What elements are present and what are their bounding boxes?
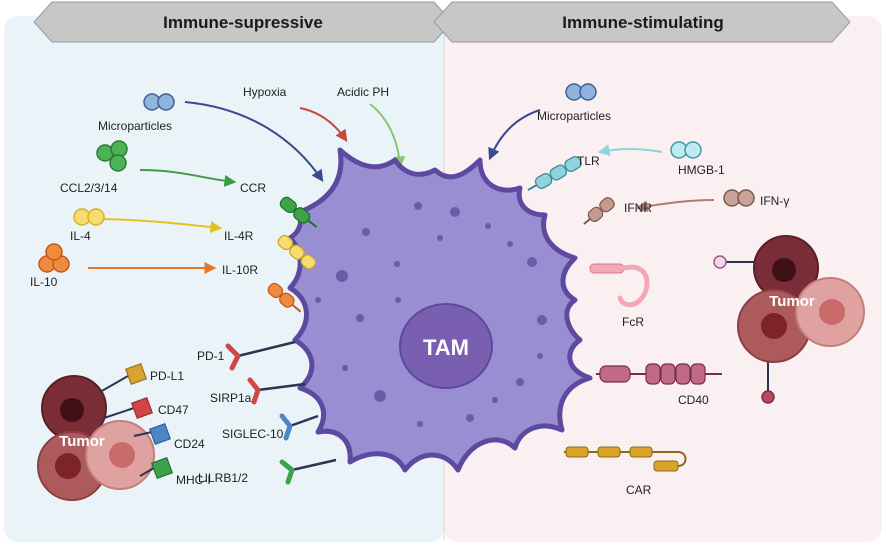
- car-label: CAR: [626, 483, 652, 497]
- sirp1a-label: SIRP1a: [210, 391, 252, 405]
- ccl-label: CCL2/3/14: [60, 181, 118, 195]
- arrow-acidic-ph: [369, 103, 406, 169]
- il4r-label: IL-4R: [224, 229, 254, 243]
- mhc1-ligand: [139, 456, 174, 480]
- tam-granules: [315, 202, 547, 427]
- ifnr-receptor: [583, 197, 615, 225]
- il4-label: IL-4: [70, 229, 91, 243]
- header-right: Immune-stimulating: [433, 1, 851, 43]
- cd24-label: CD24: [174, 437, 205, 451]
- il10r-receptor: [267, 282, 302, 313]
- header-right-label: Immune-stimulating: [562, 13, 724, 32]
- tlr-label: TLR: [577, 154, 600, 168]
- arrow-hmgb1: [597, 144, 663, 157]
- ifng-icon: [723, 189, 755, 207]
- ifng-label: IFN-γ: [760, 194, 789, 208]
- ccr-receptor: [279, 196, 318, 228]
- arrow-ifng: [635, 199, 715, 213]
- hmgb1-icon: [670, 141, 702, 159]
- tam-label: TAM: [423, 335, 469, 360]
- header-left-label: Immune-supressive: [163, 13, 323, 32]
- car-receptor: [564, 446, 687, 472]
- pd1-label: PD-1: [197, 349, 225, 363]
- siglec10-label: SIGLEC-10: [222, 427, 284, 441]
- microparticles-right-label: Microparticles: [537, 109, 611, 123]
- mhc1-label: MHC-I: [176, 473, 211, 487]
- ccl-icon: [96, 140, 128, 172]
- il4-icon: [73, 208, 105, 226]
- pdl1-ligand: [99, 362, 148, 393]
- cd40-label: CD40: [678, 393, 709, 407]
- cd47-label: CD47: [158, 403, 189, 417]
- cd24-ligand: [133, 422, 172, 446]
- microparticles-left-label: Microparticles: [98, 119, 172, 133]
- tumor-left: Tumor: [37, 375, 155, 501]
- il4r-receptor: [277, 234, 317, 270]
- cd40-receptor: [596, 363, 722, 385]
- il10-icon: [38, 243, 70, 273]
- arrow-ccl: [139, 169, 237, 187]
- lilrb-receptor: [279, 458, 337, 485]
- fcr-label: FcR: [622, 315, 644, 329]
- tumor-right: Tumor: [713, 235, 865, 404]
- header-left: Immune-supressive: [33, 1, 453, 43]
- acidic-ph-label: Acidic PH: [337, 85, 389, 99]
- ccr-label: CCR: [240, 181, 266, 195]
- pd1-receptor: [225, 340, 296, 371]
- cd47-ligand: [103, 396, 154, 420]
- tumor-left-label: Tumor: [59, 433, 105, 450]
- hypoxia-label: Hypoxia: [243, 85, 287, 99]
- il10r-label: IL-10R: [222, 263, 258, 277]
- arrow-microparticles-left: [184, 101, 324, 182]
- fcr-receptor: [589, 263, 650, 308]
- arrow-il4: [101, 218, 223, 234]
- hmgb1-label: HMGB-1: [678, 163, 725, 177]
- lilrb-label: LILRB1/2: [198, 471, 248, 485]
- microparticles-left-icon: [143, 93, 175, 111]
- microparticles-right-icon: [565, 83, 597, 101]
- pdl1-label: PD-L1: [150, 369, 184, 383]
- il10-label: IL-10: [30, 275, 58, 289]
- sirp1a-receptor: [247, 377, 306, 405]
- tumor-right-label: Tumor: [769, 293, 815, 310]
- arrow-microparticles-right: [488, 109, 541, 161]
- ifnr-label: IFNR: [624, 201, 652, 215]
- arrow-hypoxia: [299, 107, 348, 142]
- tam-nucleus: [399, 303, 493, 389]
- siglec10-receptor: [279, 413, 319, 441]
- tlr-receptor: [527, 156, 582, 191]
